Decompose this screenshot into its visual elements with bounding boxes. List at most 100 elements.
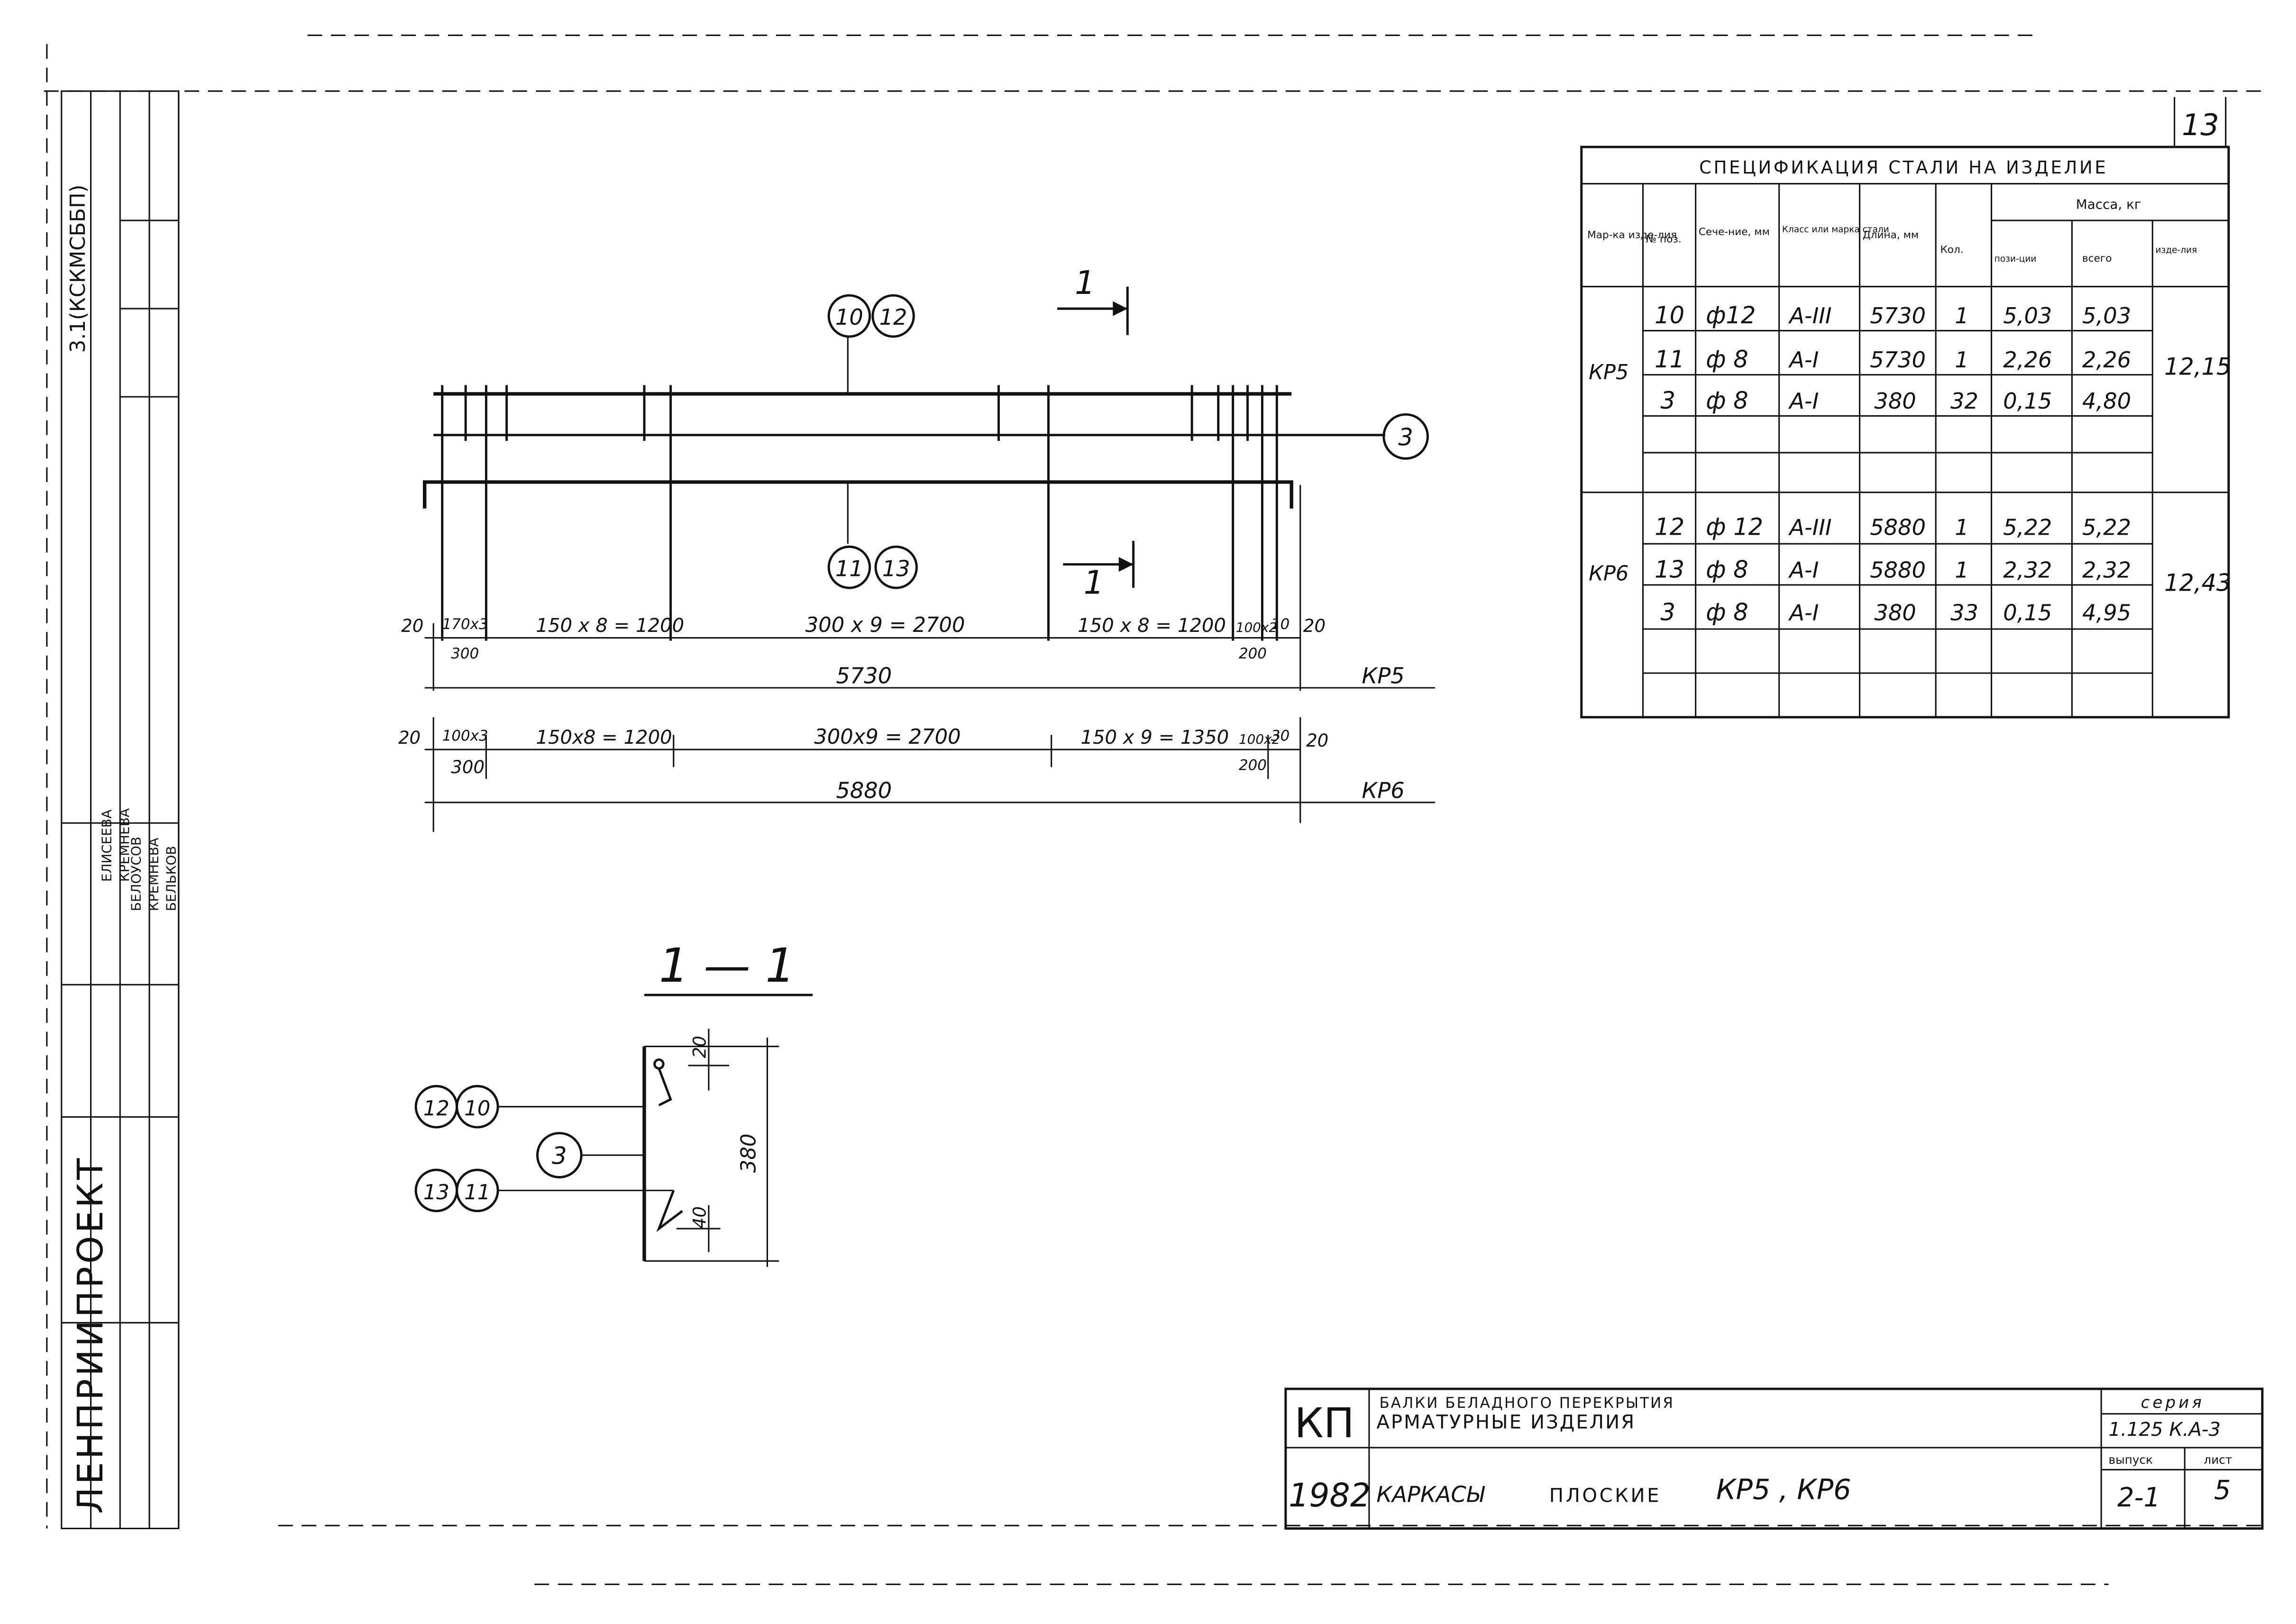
kr5-d3: 300 х 9 = 2700 bbox=[805, 613, 965, 637]
kr6-edge-left: 20 bbox=[398, 728, 421, 748]
sheet-frame bbox=[44, 34, 2262, 1585]
kr6-d1: 100х3 bbox=[442, 728, 488, 745]
kr6-label: КР6 bbox=[1362, 777, 1404, 803]
side-stamp-name-4: ЕЛИСЕЕВА bbox=[99, 810, 115, 882]
kr5-r3-qty: 32 bbox=[1950, 388, 1978, 414]
kr5-r2-pos: 11 bbox=[1655, 346, 1684, 373]
kr6-d5: 100х2 bbox=[1239, 731, 1280, 747]
kr5-d2: 150 х 8 = 1200 bbox=[536, 615, 684, 637]
kr6-total: 5880 bbox=[836, 777, 892, 803]
kr6-d3: 300х9 = 2700 bbox=[814, 725, 960, 749]
section-mark-top: 1 bbox=[1057, 265, 1129, 335]
kr5-d4: 150 х 8 = 1200 bbox=[1078, 615, 1226, 637]
title-name-c: КР5 , КР6 bbox=[1716, 1473, 1851, 1505]
kr5-r1-class: А-III bbox=[1788, 303, 1831, 328]
section-callout-c2: 11 bbox=[464, 1181, 490, 1204]
title-name-a: КАРКАСЫ bbox=[1376, 1482, 1485, 1507]
kr6-edge-right: 20 bbox=[1306, 730, 1328, 751]
kr5-r1-qty: 1 bbox=[1955, 303, 1968, 328]
section-callout-a2: 10 bbox=[464, 1097, 490, 1121]
kr6-group: КР6 12,43 12 ф 12 А-III 5880 1 5,22 5,22… bbox=[1589, 513, 2231, 674]
page-number-box: 13 bbox=[2174, 97, 2227, 147]
kr5-r3-mpos: 0,15 bbox=[2003, 388, 2052, 414]
title-line1: БАЛКИ БЕЛАДНОГО ПЕРЕКРЫТИЯ bbox=[1380, 1395, 1674, 1412]
side-stamp-name-3: БЕЛЬКОВ bbox=[164, 846, 179, 911]
kr6-r2-mpos: 2,32 bbox=[2003, 557, 2052, 583]
kr5-edge-left: 20 bbox=[401, 616, 423, 636]
hdr-mass-all: всего bbox=[2082, 253, 2112, 265]
section-dim-bottom: 40 bbox=[690, 1206, 710, 1229]
kr5-r1-len: 5730 bbox=[1870, 303, 1926, 328]
kr5-r2-qty: 1 bbox=[1955, 347, 1968, 373]
kr6-r3-len: 380 bbox=[1874, 600, 1916, 625]
section-mark-bottom-label: 1 bbox=[1084, 564, 1104, 602]
title-series-label: серия bbox=[2141, 1393, 2205, 1412]
hdr-mass-item: изде-лия bbox=[2155, 245, 2197, 255]
kr5-d5b: 200 bbox=[1239, 645, 1267, 662]
section-mark-bottom: 1 bbox=[1063, 540, 1135, 602]
kr5-r3-sec: ф 8 bbox=[1706, 387, 1748, 414]
section-callout-a: 12 10 bbox=[414, 1085, 645, 1129]
transverse-bars bbox=[441, 385, 1278, 641]
kr6-d2: 150х8 = 1200 bbox=[536, 727, 672, 748]
title-sheet: 5 bbox=[2214, 1475, 2231, 1505]
title-line2: АРМАТУРНЫЕ ИЗДЕЛИЯ bbox=[1376, 1412, 1636, 1433]
callout-top-a: 10 bbox=[835, 304, 863, 330]
title-issue: 2-1 bbox=[2117, 1482, 2160, 1513]
kr6-d5b: 200 bbox=[1239, 757, 1267, 774]
kr5-dimensions: 20 170х3 300 150 х 8 = 1200 300 х 9 = 27… bbox=[401, 485, 1435, 691]
section-callout-c1: 13 bbox=[423, 1181, 449, 1204]
kr6-r1-class: А-III bbox=[1788, 514, 1831, 540]
kr5-label: КР5 bbox=[1362, 663, 1404, 689]
callout-bottom-a: 11 bbox=[835, 556, 863, 581]
kr6-r3-mpos: 0,15 bbox=[2003, 600, 2052, 625]
kr5-r1-mall: 5,03 bbox=[2082, 303, 2131, 328]
kr6-r1-len: 5880 bbox=[1870, 514, 1926, 540]
hdr-class: Класс или марка стали bbox=[1782, 225, 1889, 235]
section-callout-c: 13 11 bbox=[414, 1168, 674, 1213]
kr6-dimensions: 20 100х3 300 150х8 = 1200 300х9 = 2700 1… bbox=[398, 717, 1435, 832]
callout-right-label: 3 bbox=[1398, 423, 1413, 451]
kr6-d6: 30 bbox=[1271, 728, 1290, 745]
kr5-r3-pos: 3 bbox=[1661, 387, 1675, 414]
side-stamp-name-2: КРЕМНЕВА bbox=[146, 838, 162, 911]
kr5-r1-sec: ф12 bbox=[1706, 301, 1756, 329]
kr6-r1-qty: 1 bbox=[1955, 514, 1968, 540]
title-name-b: ПЛОСКИЕ bbox=[1549, 1485, 1661, 1507]
hdr-qty: Кол. bbox=[1940, 244, 1963, 255]
title-year: 1982 bbox=[1289, 1477, 1371, 1515]
kr6-r1-mpos: 5,22 bbox=[2003, 514, 2052, 540]
section-1-1: 1 — 1 380 20 40 12 10 3 13 bbox=[414, 939, 813, 1267]
section-callout-b-label: 3 bbox=[552, 1142, 567, 1169]
side-stamp-name-5: КРЕМНЕВА bbox=[117, 808, 132, 882]
side-stamp-org: ЛЕНПРИИПРОЕКТ bbox=[70, 1155, 111, 1514]
kr5-r1-pos: 10 bbox=[1655, 301, 1684, 329]
kr5-item-mass: 12,15 bbox=[2164, 353, 2231, 381]
top-left-stamp: 3.1(КСКМСББП) bbox=[66, 184, 90, 353]
elevation-drawing: 1 1 10 12 3 11 bbox=[398, 265, 1435, 832]
title-sheet-label: лист bbox=[2204, 1453, 2232, 1467]
callout-right: 3 bbox=[1382, 413, 1429, 460]
hdr-length: Длина, мм bbox=[1863, 229, 1919, 241]
hdr-mass-pos: пози-ции bbox=[1994, 254, 2037, 264]
kr5-r2-len: 5730 bbox=[1870, 347, 1926, 373]
kr6-mark: КР6 bbox=[1589, 562, 1628, 586]
kr6-r2-pos: 13 bbox=[1655, 556, 1684, 583]
kr6-r1-sec: ф 12 bbox=[1706, 513, 1763, 540]
callout-top-b: 12 bbox=[879, 304, 907, 330]
kr5-d1b: 300 bbox=[451, 645, 479, 662]
kr5-group: КР5 12,15 10 ф12 А-III 5730 1 5,03 5,03 … bbox=[1589, 301, 2231, 454]
kr6-r3-class: А-I bbox=[1788, 600, 1819, 625]
kr5-d5: 100х2 bbox=[1236, 620, 1277, 635]
kr5-r2-class: А-I bbox=[1788, 347, 1819, 373]
kr6-d4: 150 х 9 = 1350 bbox=[1080, 727, 1229, 748]
kr6-r2-sec: ф 8 bbox=[1706, 556, 1748, 583]
kr6-r1-mall: 5,22 bbox=[2082, 514, 2131, 540]
kr6-r1-pos: 12 bbox=[1655, 513, 1684, 540]
kr5-r1-mpos: 5,03 bbox=[2003, 303, 2052, 328]
kr6-r3-sec: ф 8 bbox=[1706, 598, 1748, 626]
hdr-section: Сече-ние, мм bbox=[1699, 226, 1770, 238]
kr5-r2-mpos: 2,26 bbox=[2003, 347, 2052, 373]
title-block: КП 1982 БАЛКИ БЕЛАДНОГО ПЕРЕКРЫТИЯ АРМАТ… bbox=[1284, 1387, 2264, 1530]
